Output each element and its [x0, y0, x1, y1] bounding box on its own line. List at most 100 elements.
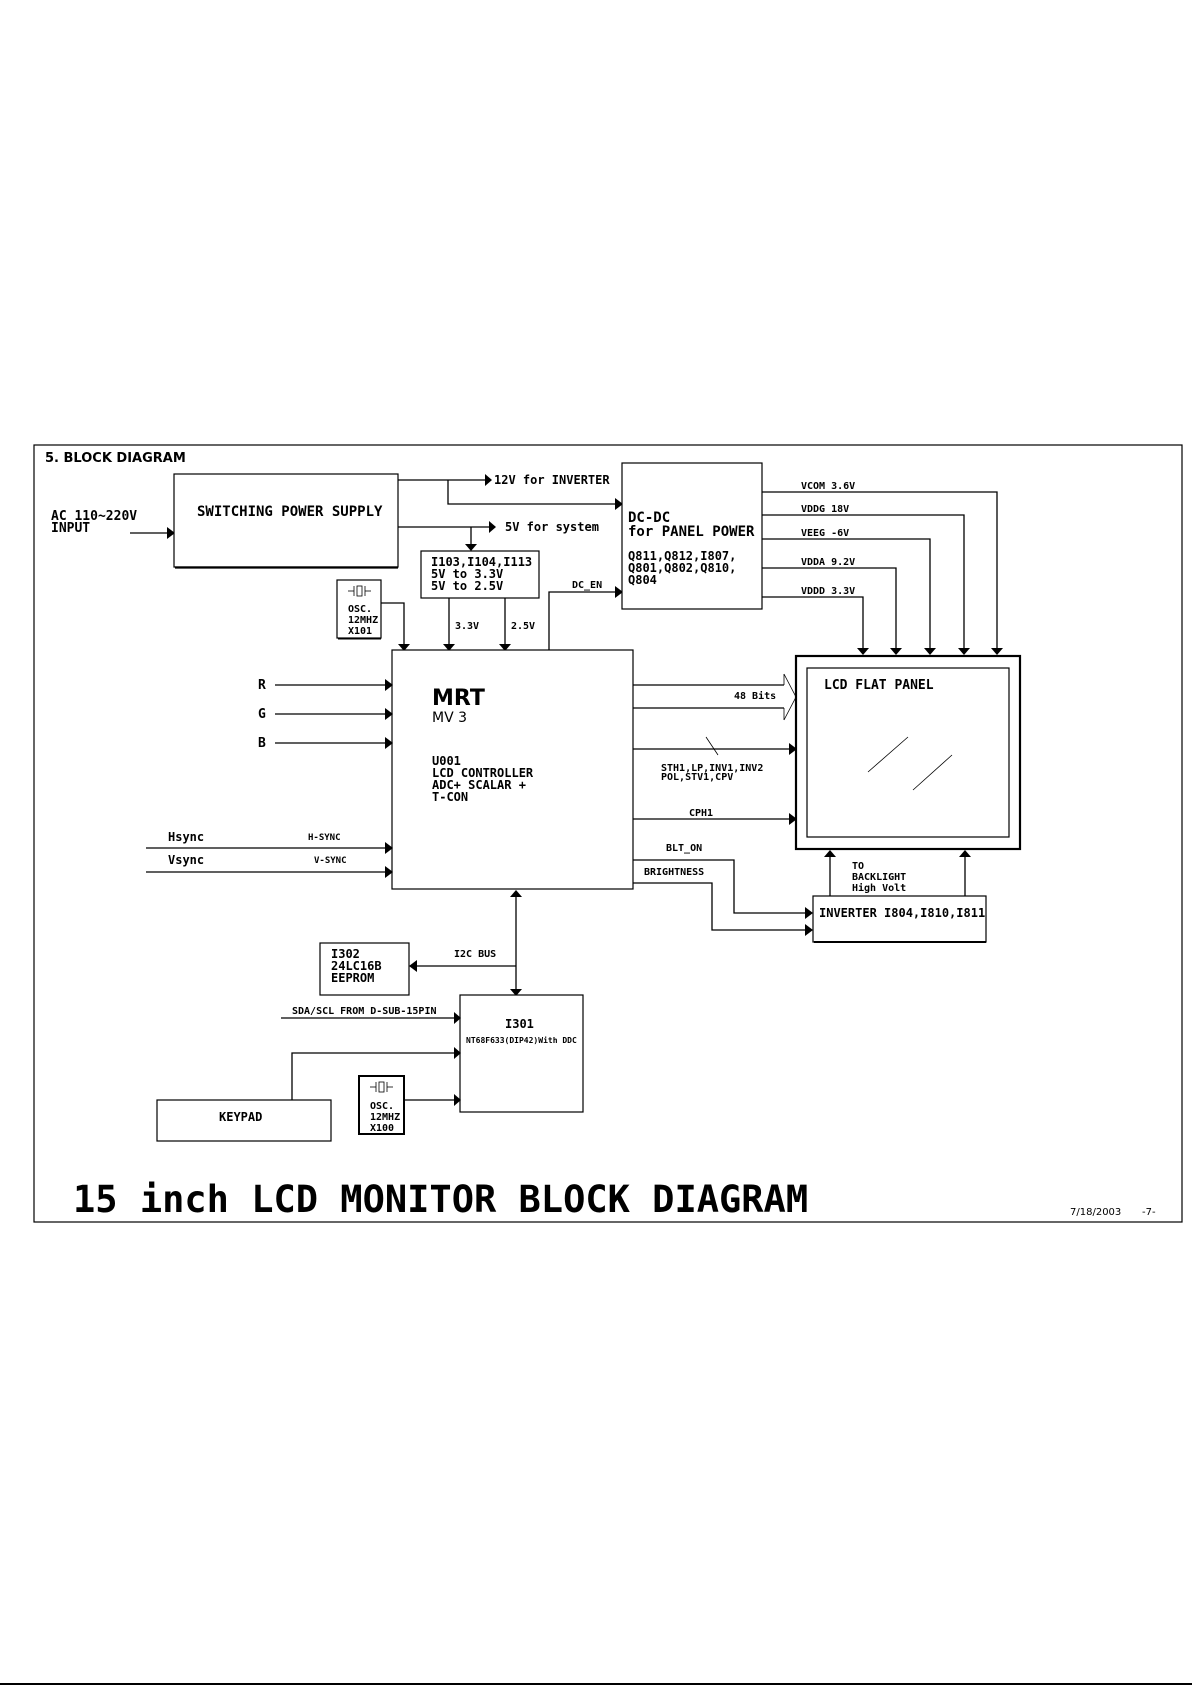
lcd-screen [806, 667, 1010, 838]
rail-vddg: VDDG 18V [762, 504, 970, 655]
rail-vcom: VCOM 3.6V [762, 481, 1003, 655]
blt-on-signal: BLT_ON [633, 843, 813, 919]
dcdc-line-2: for PANEL POWER [628, 524, 755, 540]
osc1-line-3: X101 [348, 626, 372, 637]
svg-text:VDDD 3.3V: VDDD 3.3V [801, 586, 855, 597]
dc-en-line [548, 591, 616, 651]
arrow-icon [959, 850, 971, 857]
osc1-line [381, 602, 405, 645]
svg-text:CPH1: CPH1 [689, 808, 713, 819]
eeprom-block [319, 942, 410, 996]
12v-label: 12V for INVERTER [494, 473, 610, 487]
mcu-block [459, 994, 584, 1113]
ddc-label: SDA/SCL FROM D-SUB-15PIN [292, 1006, 437, 1017]
i2c-label: I2C BUS [454, 949, 496, 960]
inverter-block [812, 895, 987, 943]
osc1-line-2: 12MHZ [348, 615, 378, 626]
arrow-icon [485, 474, 492, 486]
regulator-block [420, 550, 540, 599]
footer-page: -7- [1142, 1207, 1156, 1218]
backlight-line-3: High Volt [852, 882, 906, 894]
3v3-label: 3.3V [455, 621, 479, 632]
brightness-signal: BRIGHTNESS [633, 867, 813, 936]
svg-text:H-SYNC: H-SYNC [308, 833, 341, 843]
dcdc-parts-1: Q811,Q812,I807, [628, 549, 736, 563]
svg-text:BRIGHTNESS: BRIGHTNESS [644, 867, 704, 878]
svg-text:Hsync: Hsync [168, 830, 204, 844]
dcdc-parts-2: Q801,Q802,Q810, [628, 561, 736, 575]
svg-text:R: R [258, 678, 266, 693]
arrow-icon [454, 1047, 461, 1059]
input-vsync: Vsync V-SYNC [146, 853, 393, 878]
mrt-line-1: U001 [432, 754, 461, 768]
backlight-line-1: TO [852, 861, 864, 872]
svg-text:B: B [258, 736, 266, 751]
screen-glare-icon [867, 736, 909, 773]
mrt-model: MV 3 [432, 710, 467, 726]
48-bits-bus: 48 Bits [633, 673, 797, 721]
dcdc-parts-3: Q804 [628, 573, 657, 587]
svg-text:VDDG 18V: VDDG 18V [801, 504, 849, 515]
section-title: 5. BLOCK DIAGRAM [45, 451, 186, 466]
mrt-line-2: LCD CONTROLLER [432, 766, 534, 780]
arrow-icon [499, 644, 511, 651]
arrow-icon [409, 960, 417, 972]
arrow-icon [824, 850, 836, 857]
mcu-desc: NT68F633(DIP42)With DDC [466, 1035, 577, 1045]
svg-text:Vsync: Vsync [168, 853, 204, 867]
screen-glare-icon [912, 754, 953, 791]
5v-label: 5V for system [505, 520, 599, 534]
svg-text:V-SYNC: V-SYNC [314, 856, 347, 866]
mrt-controller-block [391, 649, 634, 890]
mrt-line-4: T-CON [432, 790, 468, 804]
input-r: R [258, 678, 393, 693]
ac-input-label-2: INPUT [51, 521, 90, 536]
dc-en-label: DC_EN [572, 580, 602, 591]
arrow-icon [454, 1094, 461, 1106]
inverter-label: INVERTER I804,I810,I811 [819, 906, 985, 920]
regulator-line-1: I103,I104,I113 [431, 555, 532, 569]
footer-date: 7/18/2003 [1070, 1207, 1121, 1218]
arrow-icon [167, 527, 175, 539]
arrow-icon [443, 644, 455, 651]
svg-text:48 Bits: 48 Bits [734, 690, 776, 702]
main-title: 15 inch LCD MONITOR BLOCK DIAGRAM [73, 1178, 808, 1221]
arrow-icon [510, 989, 522, 996]
svg-text:VCOM 3.6V: VCOM 3.6V [801, 481, 855, 492]
mcu-name: I301 [505, 1017, 534, 1031]
ac-input-label: AC 110~220V [51, 509, 137, 524]
arrow-icon [510, 890, 522, 897]
switching-power-supply-block [173, 473, 399, 568]
rail-vddd: VDDD 3.3V [762, 586, 869, 655]
keypad-line [291, 1052, 455, 1100]
input-g: G [258, 707, 393, 722]
arrow-icon [465, 544, 477, 551]
arrow-icon [454, 1012, 461, 1024]
svg-text:BLT_ON: BLT_ON [666, 843, 702, 854]
dcdc-line-1: DC-DC [628, 510, 670, 526]
arrow-icon [615, 498, 623, 510]
svg-text:STH1,LP,INV1,INV2: STH1,LP,INV1,INV2 [661, 763, 763, 774]
crystal-icon [348, 585, 371, 597]
svg-text:VEEG -6V: VEEG -6V [801, 528, 849, 539]
eeprom-line-3: EEPROM [331, 971, 374, 985]
mrt-brand: MRT [432, 686, 485, 711]
regulator-line-2: 5V to 3.3V [431, 567, 503, 581]
input-hsync: Hsync H-SYNC [146, 830, 393, 854]
arrow-icon [489, 521, 496, 533]
osc1-line-1: OSC. [348, 604, 372, 615]
eeprom-line-1: I302 [331, 947, 360, 961]
mrt-line-3: ADC+ SCALAR + [432, 778, 526, 792]
backlight-line-2: BACKLIGHT [852, 872, 906, 883]
lcd-panel-label: LCD FLAT PANEL [824, 678, 934, 693]
2v5-label: 2.5V [511, 621, 535, 632]
osc2-line-3: X100 [370, 1123, 394, 1134]
keypad-block [156, 1099, 332, 1142]
control-signals-bus: STH1,LP,INV1,INV2 POL,STV1,CPV [633, 736, 797, 783]
dcdc-block [621, 462, 763, 610]
osc2-line-1: OSC. [370, 1101, 394, 1112]
cph1-signal: CPH1 [633, 808, 797, 825]
power-supply-label: SWITCHING POWER SUPPLY [197, 504, 383, 520]
osc2-line-2: 12MHZ [370, 1112, 400, 1123]
